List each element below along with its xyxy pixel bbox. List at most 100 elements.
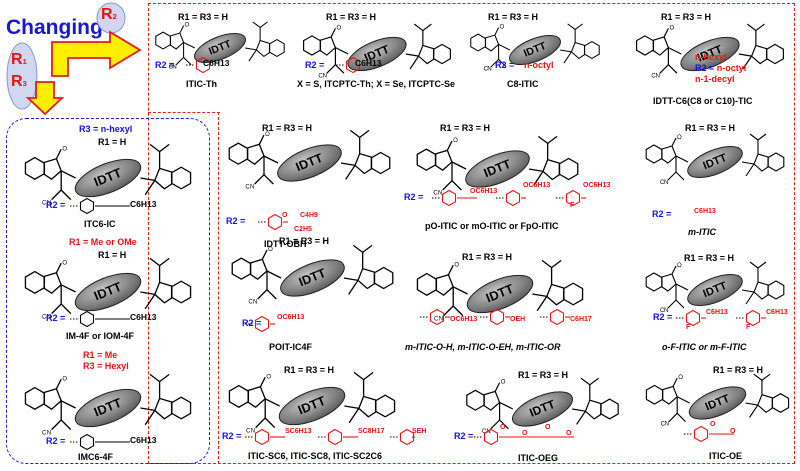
atom-label: C bbox=[318, 73, 323, 79]
g6-sub-f1: F bbox=[686, 324, 691, 331]
blue3-r-lines: R1 = Me R3 = Hexyl bbox=[83, 350, 129, 371]
g2-r2-prefix: R2 = bbox=[404, 192, 424, 202]
idtt-core bbox=[687, 145, 743, 179]
sub-g5b bbox=[480, 308, 510, 326]
sub-g9 bbox=[684, 425, 734, 443]
sub-top2 bbox=[336, 56, 361, 74]
sub-g5c bbox=[540, 308, 570, 326]
red-dashed-panel bbox=[148, 3, 795, 464]
atom-label: C bbox=[434, 316, 439, 322]
blue1-substituent: C6H13 bbox=[130, 199, 157, 209]
g2-sub-1: OC6H13 bbox=[470, 188, 498, 195]
blue2-substituent: C6H13 bbox=[130, 312, 157, 322]
g8-sub-1: O bbox=[500, 424, 506, 431]
g7-r-label: R1 = R3 = H bbox=[284, 365, 335, 375]
blue2-r-line: R1 = Me or OMe bbox=[69, 237, 137, 247]
blue3-substituent: C6H13 bbox=[130, 435, 157, 445]
atom-label: O bbox=[62, 260, 67, 266]
idtt-core bbox=[509, 34, 561, 66]
g2-sub-2: OC6H13 bbox=[523, 182, 551, 189]
atom-label: C bbox=[42, 430, 47, 436]
idtt-core bbox=[278, 386, 346, 426]
idtt-core bbox=[74, 388, 142, 428]
atom-label: O bbox=[62, 146, 67, 152]
sub-g6b bbox=[736, 309, 766, 327]
blue1-compound-name: ITC6-IC bbox=[84, 219, 116, 229]
r2-bubble-label: R2 bbox=[101, 6, 117, 23]
atom-label: C bbox=[433, 191, 438, 197]
g2-compound-name: pO-ITIC or mO-ITIC or FpO-ITIC bbox=[425, 221, 559, 231]
atom-label: N bbox=[47, 314, 51, 320]
r1-r3-bubble-label: R1 R3 bbox=[11, 51, 27, 90]
red-arrow bbox=[51, 30, 142, 77]
sub-g1 bbox=[258, 213, 288, 231]
g4-r-label: R1 = R3 = H bbox=[279, 236, 330, 246]
sub-blue2 bbox=[70, 310, 130, 328]
sub-g7a bbox=[245, 428, 285, 446]
g7-r2-prefix: R2 = bbox=[222, 431, 242, 441]
g8-sub-2: O bbox=[522, 430, 528, 437]
idtt-core bbox=[688, 386, 747, 420]
atom-label: O bbox=[677, 263, 682, 269]
sub-g4 bbox=[245, 315, 275, 333]
g6-r2-prefix: R2 = bbox=[653, 312, 673, 322]
g6-sub-1: C6H13 bbox=[706, 309, 728, 316]
idtt-core bbox=[74, 272, 142, 312]
atom-label: N bbox=[487, 67, 491, 73]
atom-label: N bbox=[323, 73, 327, 79]
g9-sub-1: O bbox=[710, 421, 716, 428]
g7-sub-2: SC8H17 bbox=[358, 428, 385, 435]
idtt-core bbox=[680, 36, 740, 72]
atom-label: N bbox=[47, 430, 51, 436]
atom-label: O bbox=[268, 247, 273, 253]
g8-compound-name: ITIC-OEG bbox=[518, 453, 558, 463]
atom-label: O bbox=[265, 132, 270, 138]
red-panel-inner-edge bbox=[218, 112, 219, 464]
atom-label: C bbox=[661, 422, 666, 428]
idtt-core bbox=[687, 273, 743, 307]
sub-g6a bbox=[676, 309, 706, 327]
sub-blue1 bbox=[70, 197, 130, 215]
g6-sub-2: C6H13 bbox=[766, 309, 788, 316]
atom-label: C bbox=[169, 65, 174, 71]
g1-r2-prefix: R2 = bbox=[226, 216, 246, 226]
r1-r3-bubble bbox=[6, 42, 38, 110]
g5-sub-2: OEH bbox=[510, 316, 526, 323]
atom-label: C bbox=[248, 300, 253, 306]
atom-label: N bbox=[439, 316, 443, 322]
blue1-r2-prefix: R2 = bbox=[46, 200, 66, 210]
g5-sub-3: C6H17 bbox=[570, 316, 592, 323]
atom-label: O bbox=[501, 380, 506, 386]
g7-sub-1: SC6H13 bbox=[285, 428, 312, 435]
g8-r2-prefix: R2 = bbox=[454, 431, 474, 441]
g2-sub-f: F bbox=[570, 202, 575, 209]
atom-label: O bbox=[453, 138, 458, 144]
atom-label: O bbox=[669, 25, 674, 31]
idtt-core bbox=[277, 144, 342, 182]
top4-r-label: R1 = R3 = H bbox=[661, 12, 712, 22]
atom-label: C bbox=[484, 67, 489, 73]
g3-r2-prefix: R2 = bbox=[652, 209, 672, 219]
atom-label: C bbox=[246, 428, 251, 434]
g1-r-label: R1 = R3 = H bbox=[262, 123, 313, 133]
g6-sub-f2: F bbox=[746, 324, 751, 331]
top2-r-label: R1 = R3 = H bbox=[326, 12, 377, 22]
atom-label: C bbox=[651, 73, 656, 79]
atom-label: N bbox=[253, 300, 257, 306]
atom-label: N bbox=[664, 308, 668, 314]
atom-label: N bbox=[250, 185, 254, 191]
g5-r-label: R1 = R3 = H bbox=[462, 252, 513, 262]
idtt-core bbox=[74, 158, 142, 198]
g9-compound-name: ITIC-OE bbox=[709, 451, 742, 461]
g4-sub-1: OC6H13 bbox=[277, 314, 305, 321]
atom-label: N bbox=[486, 429, 490, 435]
idtt-core bbox=[194, 32, 246, 64]
idtt-core bbox=[466, 274, 534, 314]
blue2-r3-label: R1 = H bbox=[98, 250, 127, 260]
